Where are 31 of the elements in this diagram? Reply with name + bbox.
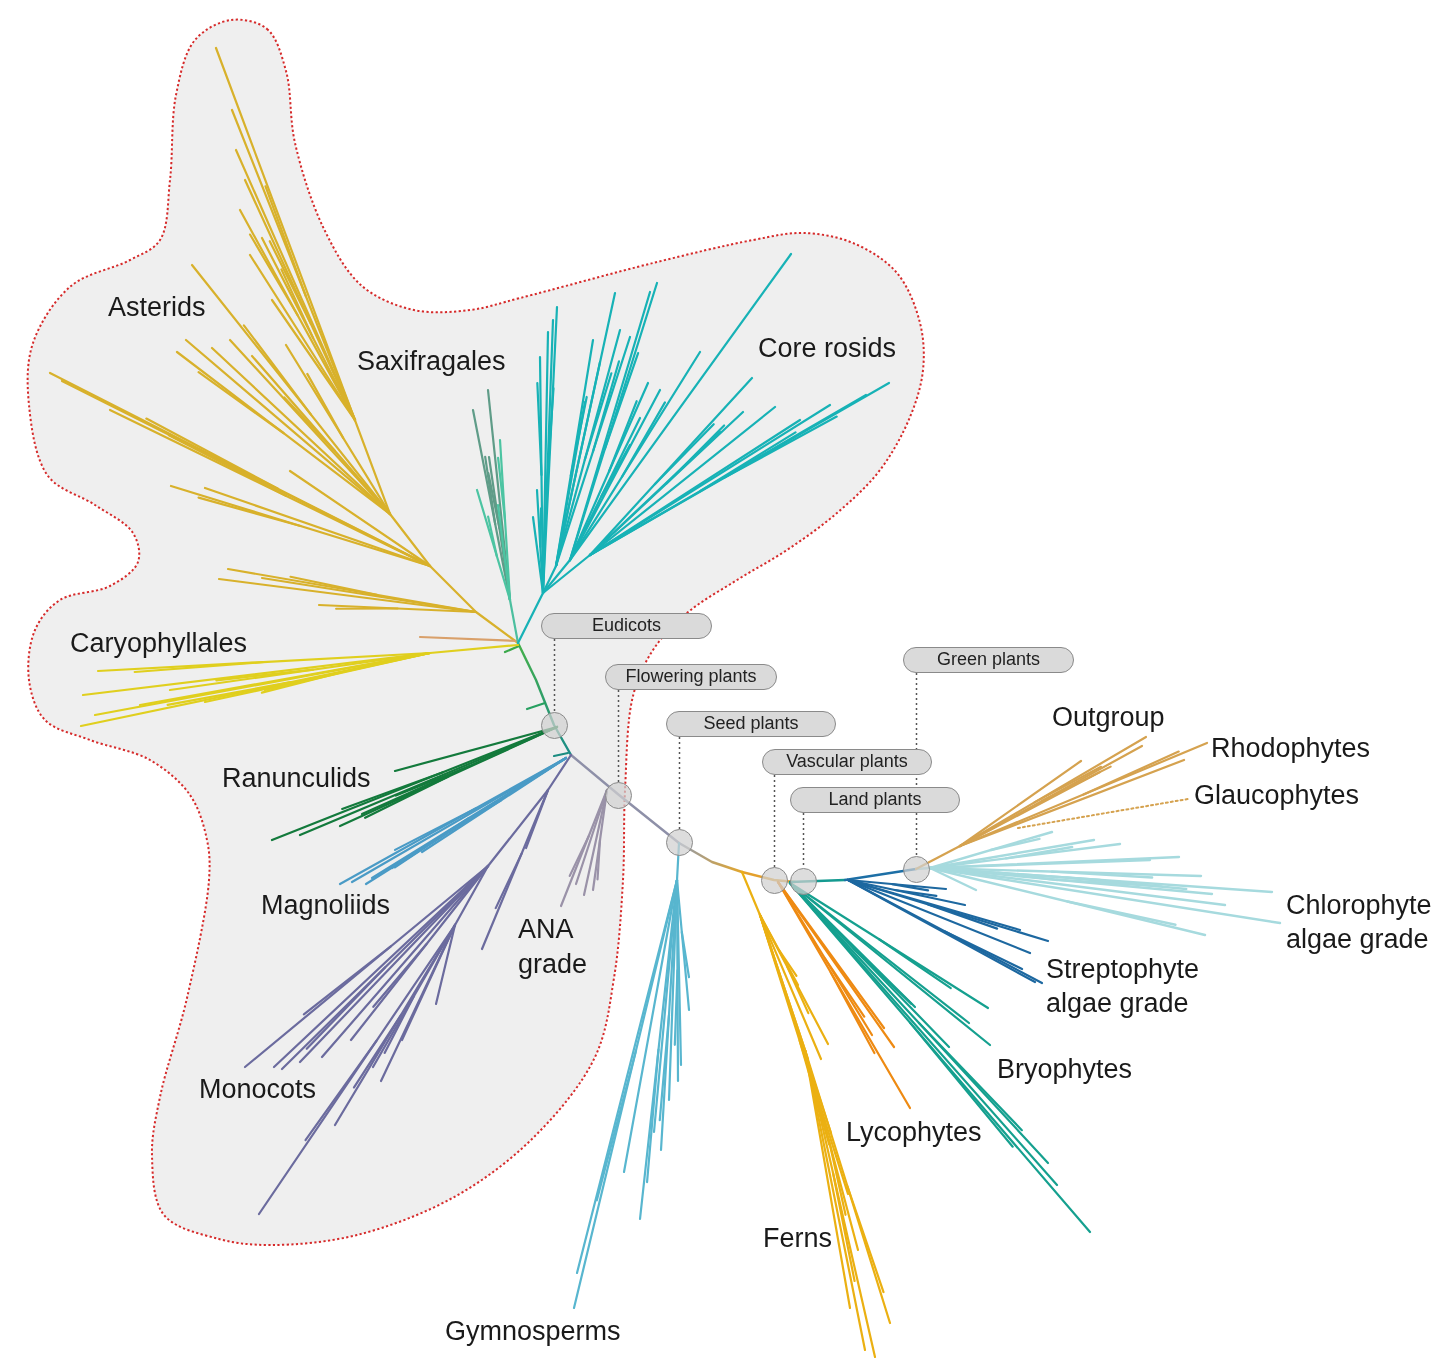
clade-label: Ferns: [763, 1222, 833, 1254]
node-circle: [666, 829, 693, 856]
clade-label: Magnoliids: [261, 889, 391, 921]
clade-tag: Eudicots: [541, 613, 712, 639]
clade-label: Bryophytes: [997, 1053, 1133, 1085]
clade-label: Glaucophytes: [1194, 779, 1360, 811]
leader-line: [678, 736, 681, 830]
clade-label: Outgroup: [1052, 701, 1165, 733]
clade-tag: Land plants: [790, 787, 960, 813]
clade-label: Asterids: [108, 291, 206, 323]
clade-label: Monocots: [199, 1073, 317, 1105]
clade-tag: Flowering plants: [605, 664, 777, 690]
leader-line: [617, 689, 620, 783]
node-circle: [790, 868, 817, 895]
clade-label: Rhodophytes: [1211, 732, 1371, 764]
clade-label: Streptophyte algae grade: [1046, 953, 1201, 1020]
clade-label: Saxifragales: [357, 345, 506, 377]
clade-label: Chlorophyte algae grade: [1286, 889, 1433, 956]
clade-tag: Green plants: [903, 647, 1074, 673]
clade-label: Caryophyllales: [70, 627, 248, 659]
leader-line: [553, 638, 556, 713]
clade-tag: Seed plants: [666, 711, 836, 737]
clade-label: Gymnosperms: [445, 1315, 621, 1347]
clade-tag: Vascular plants: [762, 749, 932, 775]
leader-line: [773, 774, 776, 868]
clade-label: Core rosids: [758, 332, 897, 364]
clade-label: Ranunculids: [222, 762, 371, 794]
node-circle: [761, 867, 788, 894]
node-circle: [903, 856, 930, 883]
clade-label: ANA grade: [518, 913, 589, 981]
clade-label: Lycophytes: [846, 1116, 982, 1148]
